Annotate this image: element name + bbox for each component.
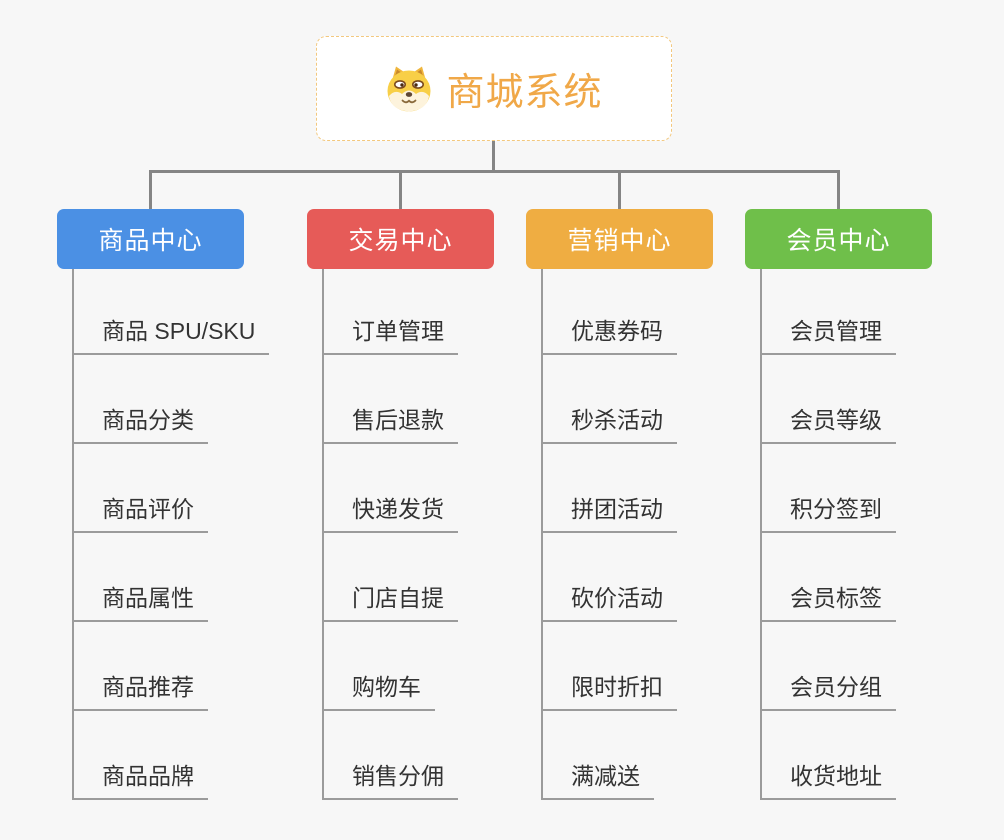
mindmap-item[interactable]: 优惠券码 [541, 312, 677, 355]
mindmap-item[interactable]: 会员管理 [760, 312, 896, 355]
mindmap-item[interactable]: 会员标签 [760, 579, 896, 622]
connector-root-stem [492, 141, 495, 172]
shiba-dog-icon [385, 65, 433, 113]
mindmap-item[interactable]: 商品评价 [72, 490, 208, 533]
mindmap-item[interactable]: 快递发货 [322, 490, 458, 533]
connector-trunk [322, 269, 324, 800]
mindmap-item[interactable]: 商品推荐 [72, 668, 208, 711]
mindmap-item[interactable]: 会员等级 [760, 401, 896, 444]
branch-header-trade-center[interactable]: 交易中心 [307, 209, 494, 269]
mindmap-item[interactable]: 商品 SPU/SKU [72, 312, 270, 355]
branch-column-marketing: 优惠券码 秒杀活动 拼团活动 砍价活动 限时折扣 满减送 [541, 266, 677, 800]
branch-header-member-center[interactable]: 会员中心 [745, 209, 932, 269]
branch-column-goods: 商品 SPU/SKU 商品分类 商品评价 商品属性 商品推荐 商品品牌 [72, 266, 270, 800]
root-node[interactable]: 商城系统 [316, 36, 672, 141]
mindmap-item[interactable]: 收货地址 [760, 757, 896, 800]
mindmap-item[interactable]: 订单管理 [322, 312, 458, 355]
connector-trunk [72, 269, 74, 800]
connector-drop [618, 172, 621, 209]
mindmap-item[interactable]: 会员分组 [760, 668, 896, 711]
connector-trunk [541, 269, 543, 800]
connector-drop [149, 172, 152, 209]
branch-column-trade: 订单管理 售后退款 快递发货 门店自提 购物车 销售分佣 [322, 266, 458, 800]
mindmap-item[interactable]: 售后退款 [322, 401, 458, 444]
connector-drop [399, 172, 402, 209]
branch-column-member: 会员管理 会员等级 积分签到 会员标签 会员分组 收货地址 [760, 266, 896, 800]
connector-bus [149, 170, 840, 173]
mindmap-item[interactable]: 限时折扣 [541, 668, 677, 711]
mindmap-item[interactable]: 商品品牌 [72, 757, 208, 800]
mindmap-item[interactable]: 满减送 [541, 757, 654, 800]
connector-drop [837, 172, 840, 209]
connector-trunk [760, 269, 762, 800]
mindmap-item[interactable]: 购物车 [322, 668, 435, 711]
branch-header-marketing-center[interactable]: 营销中心 [526, 209, 713, 269]
mindmap-item[interactable]: 拼团活动 [541, 490, 677, 533]
mindmap-item[interactable]: 积分签到 [760, 490, 896, 533]
mindmap-item[interactable]: 秒杀活动 [541, 401, 677, 444]
mindmap-item[interactable]: 商品属性 [72, 579, 208, 622]
branch-header-goods-center[interactable]: 商品中心 [57, 209, 244, 269]
mindmap-item[interactable]: 销售分佣 [322, 757, 458, 800]
mindmap-item[interactable]: 门店自提 [322, 579, 458, 622]
root-title: 商城系统 [446, 72, 603, 114]
mindmap-item[interactable]: 商品分类 [72, 401, 208, 444]
mindmap-item[interactable]: 砍价活动 [541, 579, 677, 622]
